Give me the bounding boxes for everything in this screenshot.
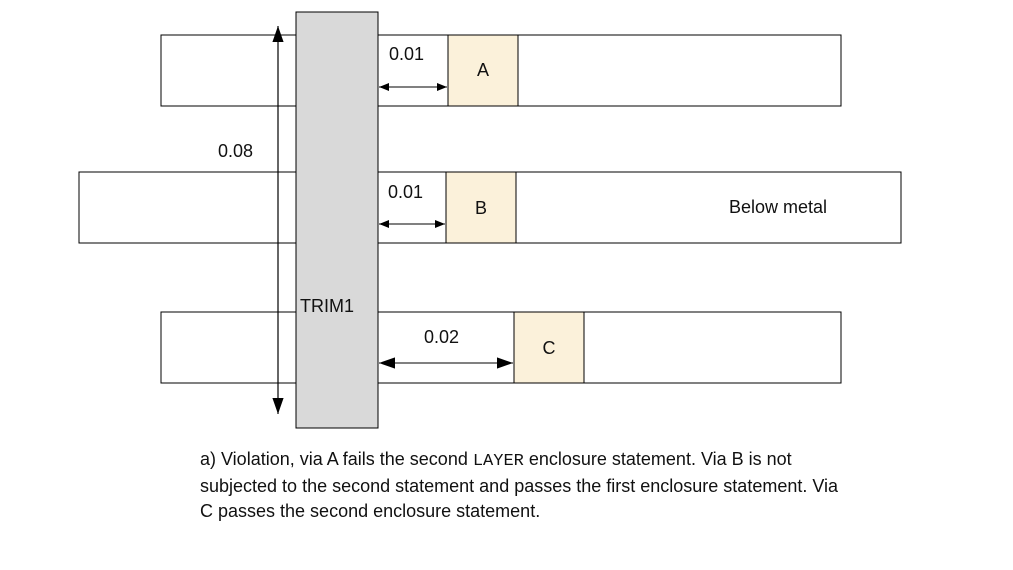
via-b (445, 171, 517, 244)
figure-caption: a) Violation, via A fails the second LAY… (200, 447, 840, 524)
trim-label: TRIM1 (300, 296, 354, 316)
via-c (513, 311, 585, 384)
trim-layer (295, 11, 379, 429)
via-c-label: C (543, 338, 556, 358)
via-a-label: A (477, 60, 489, 80)
spacing-label-a: 0.01 (389, 44, 424, 64)
metal-wire-bottom (160, 311, 842, 384)
via-b-label: B (475, 198, 487, 218)
enclosure-diagram: 0.08 0.01 0.01 0.02 A B C TRIM1 Below me… (78, 11, 902, 429)
metal-label: Below metal (729, 197, 827, 217)
caption-layer-keyword: LAYER (472, 452, 524, 471)
spacing-label-b: 0.01 (388, 182, 423, 202)
caption-part-1: a) Violation, via A fails the second (200, 449, 473, 469)
via-a (447, 34, 519, 107)
dimension-label-vertical: 0.08 (218, 141, 253, 161)
spacing-label-c: 0.02 (424, 327, 459, 347)
caption-part-2: enclosure statement. Via B is not subjec… (200, 449, 839, 521)
